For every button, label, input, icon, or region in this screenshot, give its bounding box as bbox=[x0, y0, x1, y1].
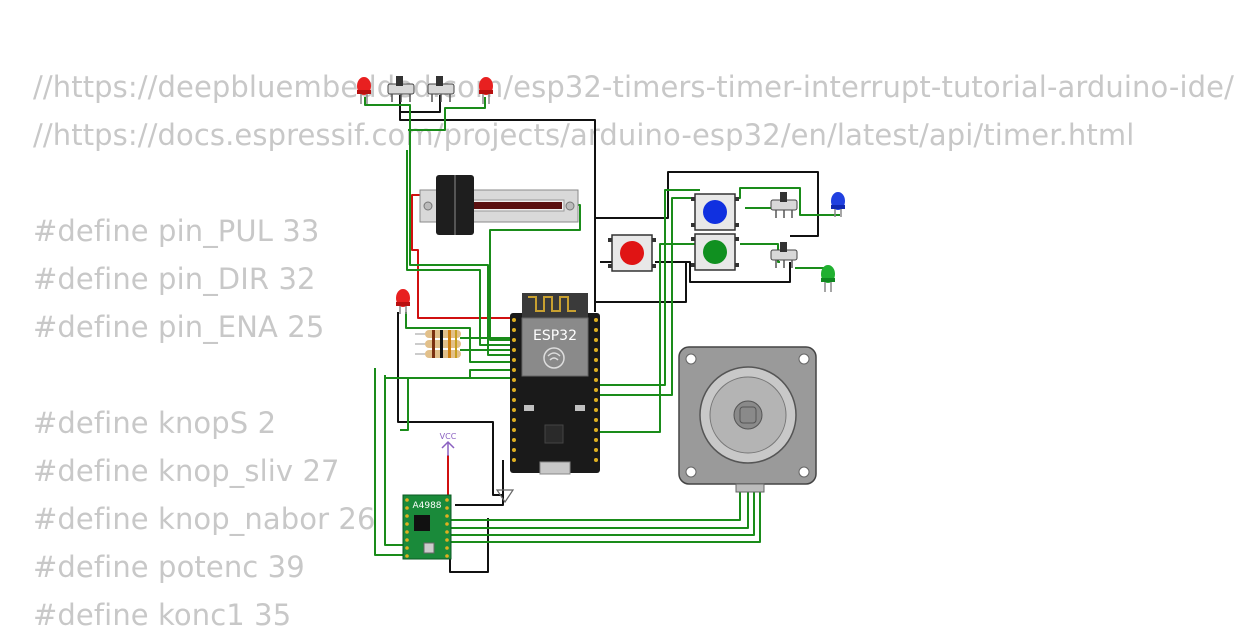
wire-green-driver1[interactable] bbox=[374, 368, 405, 556]
wire-green-blue-led[interactable] bbox=[600, 187, 840, 396]
wire-black-gnd[interactable] bbox=[455, 460, 504, 506]
wire-black-switch2[interactable] bbox=[400, 95, 441, 113]
code-line-5: #define pin_DIR 32 bbox=[33, 262, 316, 296]
wire-black-top[interactable] bbox=[399, 95, 596, 312]
vcc-arrow-icon: VCC bbox=[440, 432, 457, 456]
blue-led[interactable] bbox=[831, 192, 845, 217]
code-line-2: //https://docs.espressif.com/projects/ar… bbox=[33, 118, 1135, 152]
wire-red-pot[interactable] bbox=[411, 194, 515, 319]
wire-green-motor4[interactable] bbox=[450, 485, 761, 543]
wires bbox=[364, 95, 840, 573]
red-led-top-left[interactable] bbox=[357, 77, 371, 104]
slide-switch-blue[interactable] bbox=[770, 192, 798, 218]
code-line-8: #define knopS 2 bbox=[33, 406, 277, 440]
code-line-6: #define pin_ENA 25 bbox=[33, 310, 325, 344]
code-line-1: //https://deepbluembedded.com/esp32-time… bbox=[33, 70, 1234, 104]
wire-green-esp-left2[interactable] bbox=[400, 377, 515, 431]
wire-black-left-gnd[interactable] bbox=[397, 312, 502, 496]
wire-green-blue-btn[interactable] bbox=[600, 189, 700, 386]
slide-switch-2[interactable] bbox=[427, 76, 455, 102]
green-push-button[interactable] bbox=[691, 233, 739, 271]
code-editor-background: //https://deepbluembedded.com/esp32-time… bbox=[33, 70, 1234, 632]
driver-label: A4988 bbox=[412, 501, 441, 511]
esp32-board[interactable]: ESP32 bbox=[510, 293, 600, 475]
code-line-11: #define potenc 39 bbox=[33, 550, 305, 584]
vcc-label: VCC bbox=[440, 432, 457, 441]
ground-symbol-icon bbox=[495, 489, 515, 504]
wire-green-led2[interactable] bbox=[408, 97, 486, 131]
stepper-motor[interactable] bbox=[678, 346, 817, 493]
wire-black-esp-right[interactable] bbox=[595, 262, 687, 303]
red-led-left[interactable] bbox=[396, 289, 410, 314]
slide-switch-1[interactable] bbox=[387, 76, 415, 102]
wire-green-motor1[interactable] bbox=[450, 485, 741, 521]
red-push-button[interactable] bbox=[608, 234, 656, 272]
wire-black-driver[interactable] bbox=[449, 518, 489, 573]
red-led-top-right[interactable] bbox=[479, 77, 493, 104]
green-led[interactable] bbox=[821, 265, 835, 292]
slide-switch-green[interactable] bbox=[770, 242, 798, 268]
slide-potentiometer[interactable] bbox=[419, 175, 579, 235]
circuit-diagram: ESP32 bbox=[357, 76, 845, 573]
esp32-label: ESP32 bbox=[533, 328, 577, 344]
resistor-array[interactable] bbox=[415, 330, 461, 358]
wire-black-btn-green[interactable] bbox=[655, 261, 791, 283]
code-line-12: #define konc1 35 bbox=[33, 598, 292, 632]
code-line-9: #define knop_sliv 27 bbox=[33, 454, 340, 488]
code-line-4: #define pin_PUL 33 bbox=[33, 214, 320, 248]
wire-green-led1[interactable] bbox=[364, 97, 515, 356]
a4988-driver[interactable]: A4988 bbox=[402, 494, 452, 560]
wire-green-esp-left[interactable] bbox=[385, 369, 515, 379]
blue-push-button[interactable] bbox=[691, 193, 739, 231]
code-line-10: #define knop_nabor 26 bbox=[33, 502, 376, 536]
wire-green-led-left[interactable] bbox=[405, 312, 515, 363]
wire-black-right-loop[interactable] bbox=[595, 171, 819, 237]
wire-green-green-btn[interactable] bbox=[600, 243, 700, 433]
wifi-logo-icon bbox=[543, 347, 565, 369]
wire-green-pot-mid[interactable] bbox=[406, 150, 515, 346]
wire-green-driver2[interactable] bbox=[384, 375, 405, 546]
wire-green-motor3[interactable] bbox=[450, 485, 755, 536]
wire-green-motor2[interactable] bbox=[450, 485, 749, 529]
